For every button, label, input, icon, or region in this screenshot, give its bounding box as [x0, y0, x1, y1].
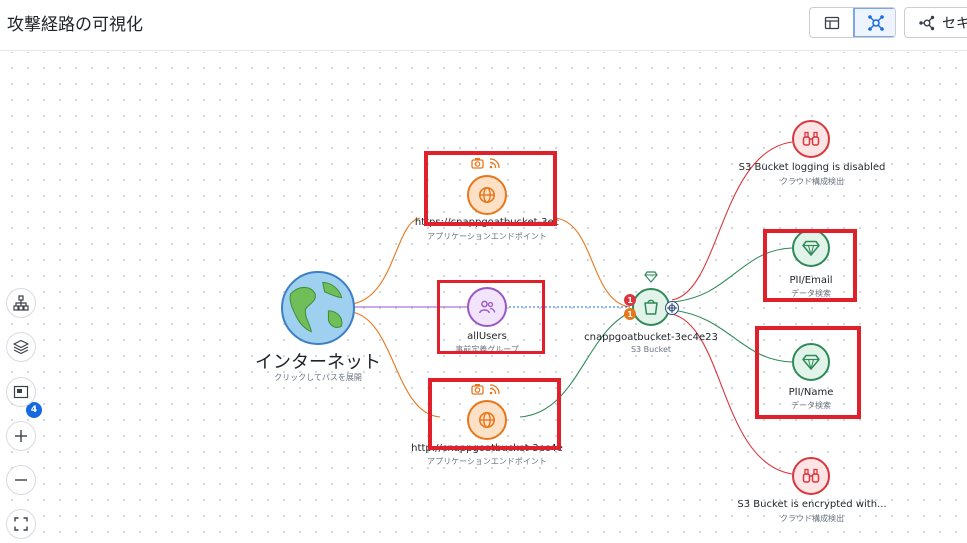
graph-view-button[interactable] [853, 8, 895, 37]
endpoint-bottom-node[interactable] [467, 400, 507, 440]
minimap-icon [13, 385, 29, 399]
pii-name-node[interactable] [792, 343, 830, 381]
finding-logging-node[interactable] [792, 120, 830, 158]
all-users-sublabel: 事前定義グループ [455, 345, 519, 354]
view-toggle [809, 7, 896, 38]
page-title: 攻撃経路の可視化 [7, 15, 143, 35]
pii-email-node[interactable] [792, 229, 830, 267]
rss-icon [489, 384, 500, 395]
finding-encrypted-sublabel: クラウド構成検出 [780, 514, 844, 523]
layers-count-badge: 4 [26, 402, 42, 418]
table-view-button[interactable] [810, 8, 853, 37]
minus-icon [15, 479, 27, 481]
hierarchy-icon [13, 295, 29, 311]
security-graph-button[interactable]: セキ [904, 7, 967, 38]
critical-count-badge: 1 [624, 294, 636, 306]
high-count-badge: 1 [624, 308, 636, 320]
edge-bucket-encrypted [671, 313, 793, 475]
layout-tree-button[interactable] [6, 288, 36, 318]
binoculars-icon [802, 131, 820, 146]
endpoint-top-status-icons [471, 158, 500, 169]
binoculars-icon [802, 468, 820, 483]
finding-logging-label: S3 Bucket logging is disabled [738, 162, 886, 173]
all-users-node[interactable] [467, 287, 507, 327]
all-users-label: allUsers [467, 331, 507, 342]
zoom-out-button[interactable] [6, 465, 36, 495]
globe-icon [289, 281, 343, 333]
security-graph-label: セキ [942, 15, 967, 32]
header: 攻撃経路の可視化 [0, 0, 967, 51]
finding-encrypted-node[interactable] [792, 457, 830, 495]
internet-node[interactable] [281, 271, 355, 345]
camera-icon [471, 158, 484, 169]
diamond-icon [802, 354, 820, 370]
plus-icon [15, 430, 27, 442]
finding-encrypted-label: S3 Bucket is encrypted with... [737, 499, 887, 510]
graph-edges [351, 141, 793, 475]
internet-label: インターネット [255, 352, 381, 373]
endpoint-top-node[interactable] [467, 175, 507, 215]
rss-icon [489, 158, 500, 169]
minimap-button[interactable] [6, 377, 36, 407]
pii-name-sublabel: データ検索 [791, 401, 831, 410]
s3-bucket-label: cnappgoatbucket-3ec4e23 [584, 332, 718, 343]
diamond-icon [644, 271, 658, 283]
edge-internet-endpoint-bottom [351, 311, 441, 418]
layers-button[interactable] [6, 332, 36, 362]
edge-internet-endpoint-top [351, 217, 421, 305]
internet-sublabel: クリックしてパスを展開 [274, 373, 362, 382]
edge-bucket-logging [671, 141, 793, 301]
fullscreen-icon [14, 517, 28, 531]
edge-bucket-name [671, 309, 793, 363]
edge-endpoint-top-bucket [554, 217, 631, 308]
web-globe-icon [479, 412, 495, 428]
edge-endpoint-bottom-bucket [519, 309, 637, 418]
camera-icon [471, 384, 484, 395]
pii-email-sublabel: データ検索 [791, 289, 831, 298]
table-view-icon [824, 16, 839, 29]
diamond-icon [802, 240, 820, 256]
edge-bucket-email [671, 247, 793, 303]
fit-view-button[interactable] [6, 509, 36, 539]
endpoint-bottom-label: http://cnappgoatbucket-3ec4e [411, 443, 563, 454]
layers-icon [13, 339, 29, 355]
endpoint-bottom-status-icons [471, 384, 500, 395]
graph-view-icon [867, 14, 884, 31]
users-group-icon [479, 300, 496, 314]
endpoint-top-label: https://cnappgoatbucket-3ec [414, 217, 560, 228]
s3-bucket-node[interactable] [632, 288, 670, 326]
s3-bucket-sublabel: S3 Bucket [630, 345, 672, 354]
pii-email-label: PII/Email [789, 275, 833, 286]
endpoint-bottom-sublabel: アプリケーションエンドポイント [427, 457, 547, 466]
bucket-icon [644, 299, 658, 315]
web-globe-icon [479, 187, 495, 203]
finding-logging-sublabel: クラウド構成検出 [780, 177, 844, 186]
zoom-in-button[interactable] [6, 421, 36, 451]
security-graph-icon [919, 15, 935, 30]
graph-canvas[interactable]: インターネット クリックしてパスを展開 https://cnappgoatbuc… [0, 52, 967, 543]
pii-name-label: PII/Name [788, 387, 834, 398]
crosshair-target-icon[interactable] [665, 301, 679, 315]
endpoint-top-sublabel: アプリケーションエンドポイント [427, 232, 547, 241]
